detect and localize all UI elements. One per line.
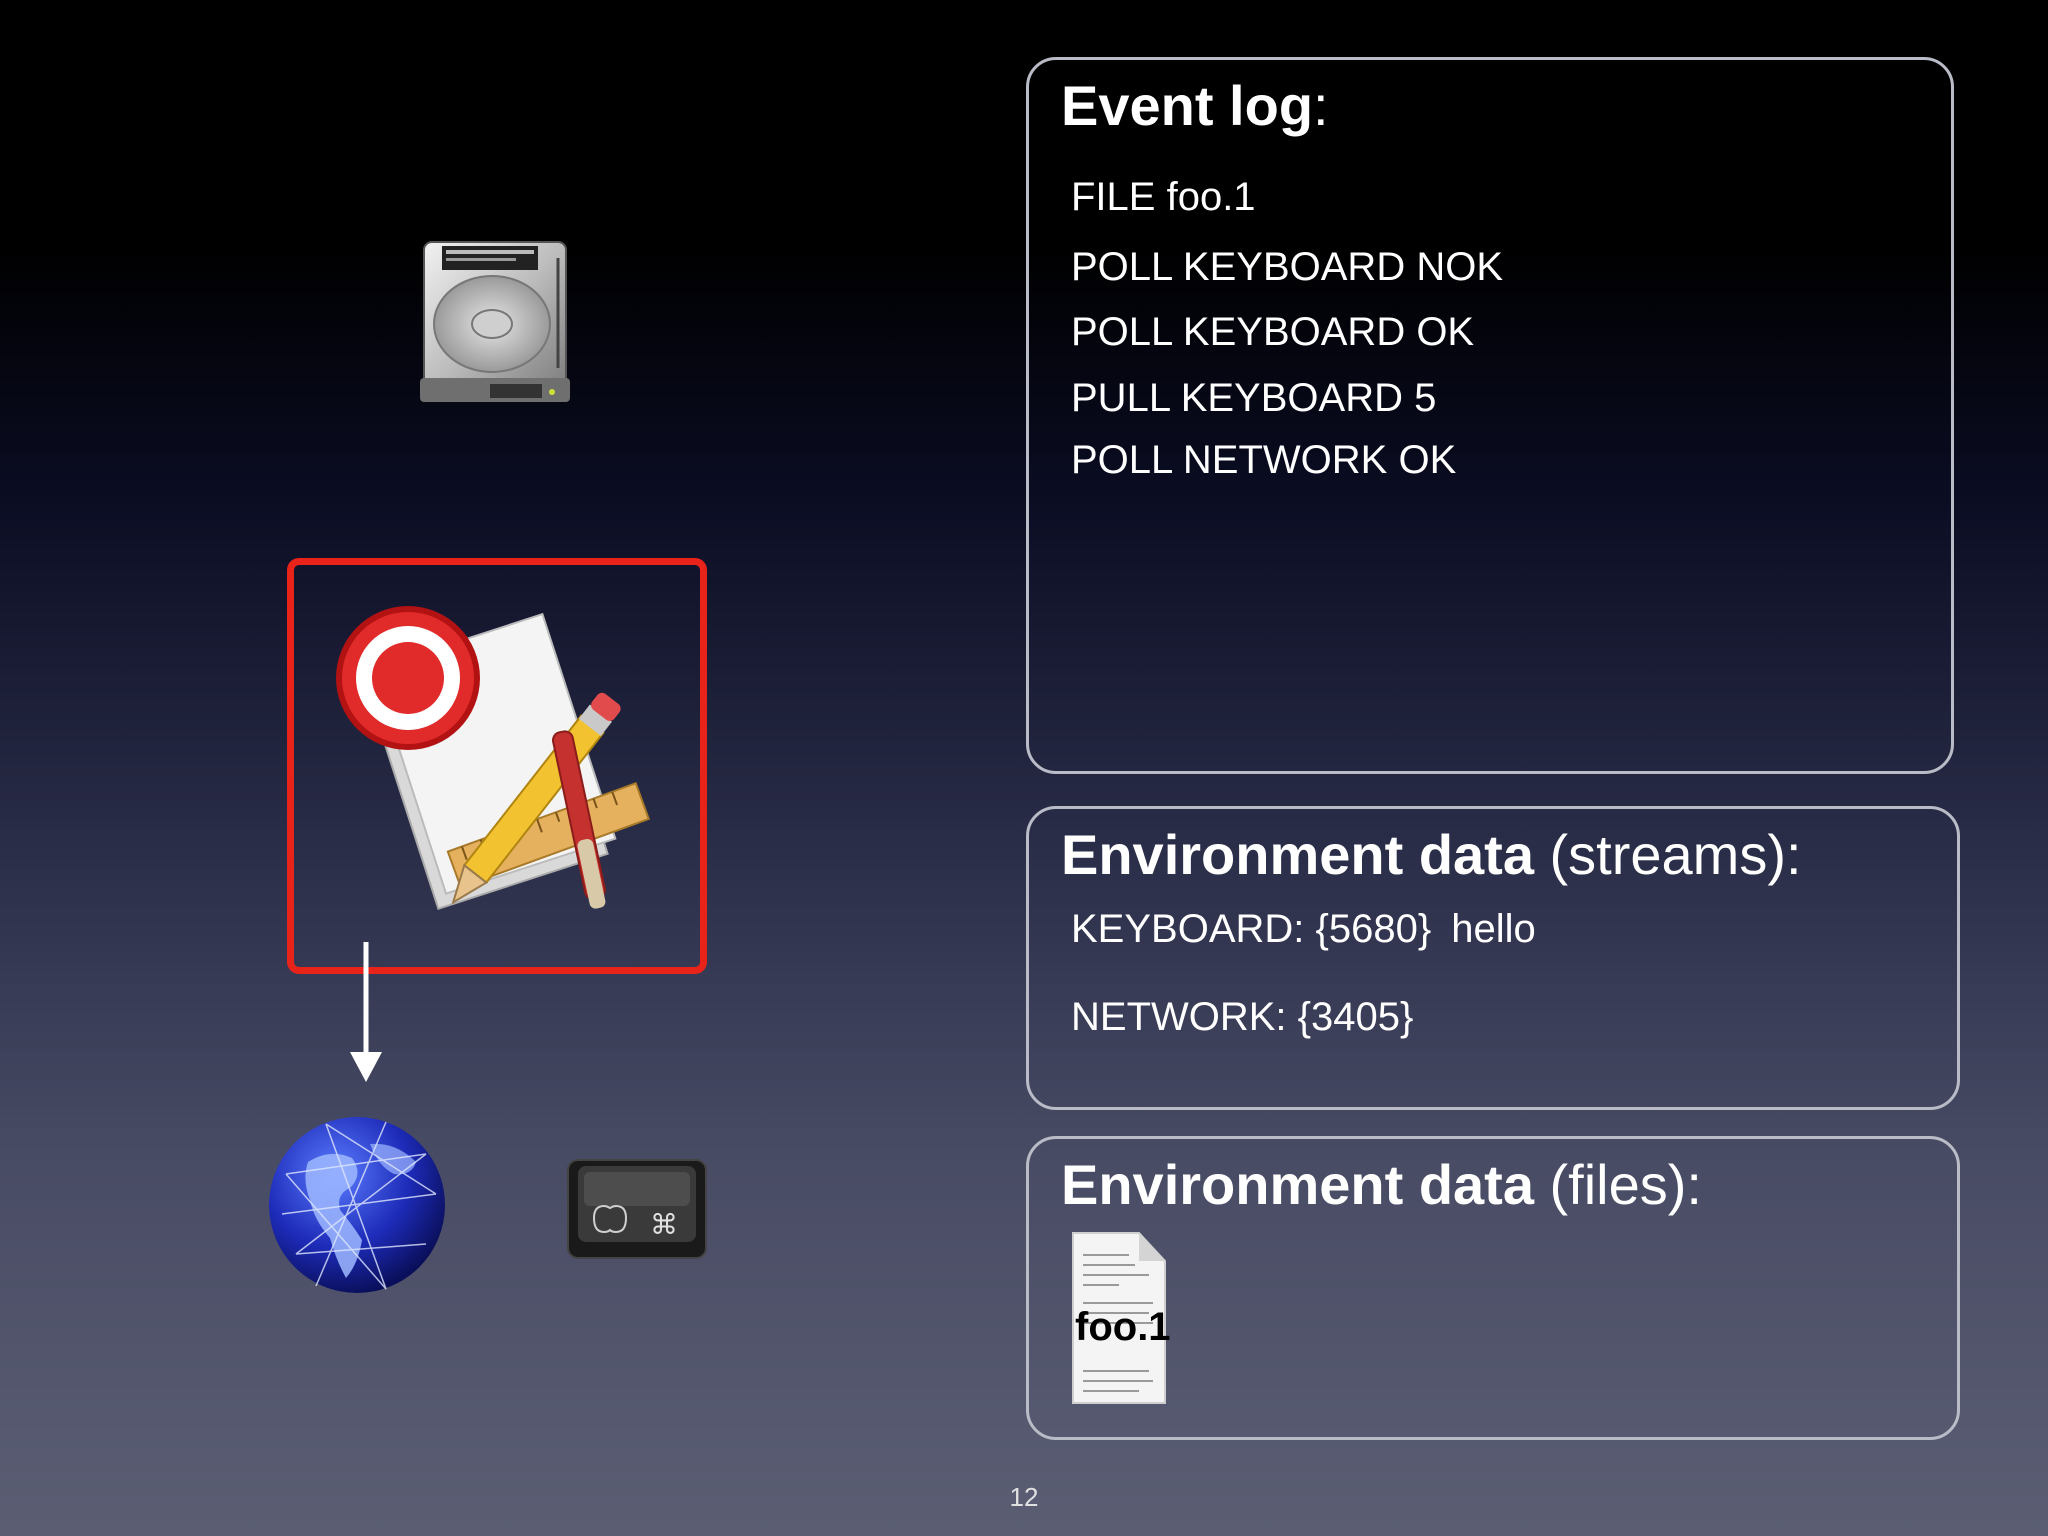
log-line: POLL KEYBOARD NOK — [1071, 245, 1503, 289]
file-name-label: foo.1 — [1075, 1305, 1171, 1349]
environment-streams-panel: Environment data (streams): KEYBOARD: {5… — [1026, 806, 1960, 1110]
keyboard-stream-value: hello — [1451, 907, 1536, 951]
network-stream-line: NETWORK: {3405} — [1071, 997, 1413, 1037]
log-line: FILE foo.1 — [1071, 175, 1256, 219]
file-item[interactable]: foo.1 — [1069, 1231, 1171, 1407]
log-line: POLL NETWORK OK — [1071, 438, 1457, 482]
document-icon — [1072, 1232, 1166, 1404]
record-icon — [336, 606, 480, 750]
down-arrow-icon — [350, 942, 382, 1082]
log-line: PULL KEYBOARD 5 — [1071, 376, 1437, 420]
environment-files-panel: Environment data (files): foo.1 — [1026, 1136, 1960, 1440]
network-stream-key: NETWORK: {3405} — [1071, 995, 1414, 1039]
page-number: 12 — [1009, 1482, 1039, 1512]
log-line: POLL KEYBOARD OK — [1071, 310, 1475, 354]
files-title: Environment data (files): — [1061, 1153, 1702, 1216]
streams-title: Environment data (streams): — [1061, 823, 1802, 886]
command-key-icon: ⌘ — [567, 1159, 707, 1259]
keyboard-stream-line: KEYBOARD: {5680} hello — [1071, 909, 1536, 949]
svg-text:⌘: ⌘ — [650, 1208, 678, 1241]
event-log-title: Event log: — [1061, 74, 1329, 137]
globe-network-icon — [269, 1117, 445, 1293]
selected-app-frame[interactable] — [287, 558, 707, 974]
hard-disk-icon — [420, 241, 570, 402]
event-log-panel: Event log: FILE foo.1 POLL KEYBOARD NOK … — [1026, 57, 1954, 774]
keyboard-stream-key: KEYBOARD: {5680} — [1071, 907, 1432, 951]
